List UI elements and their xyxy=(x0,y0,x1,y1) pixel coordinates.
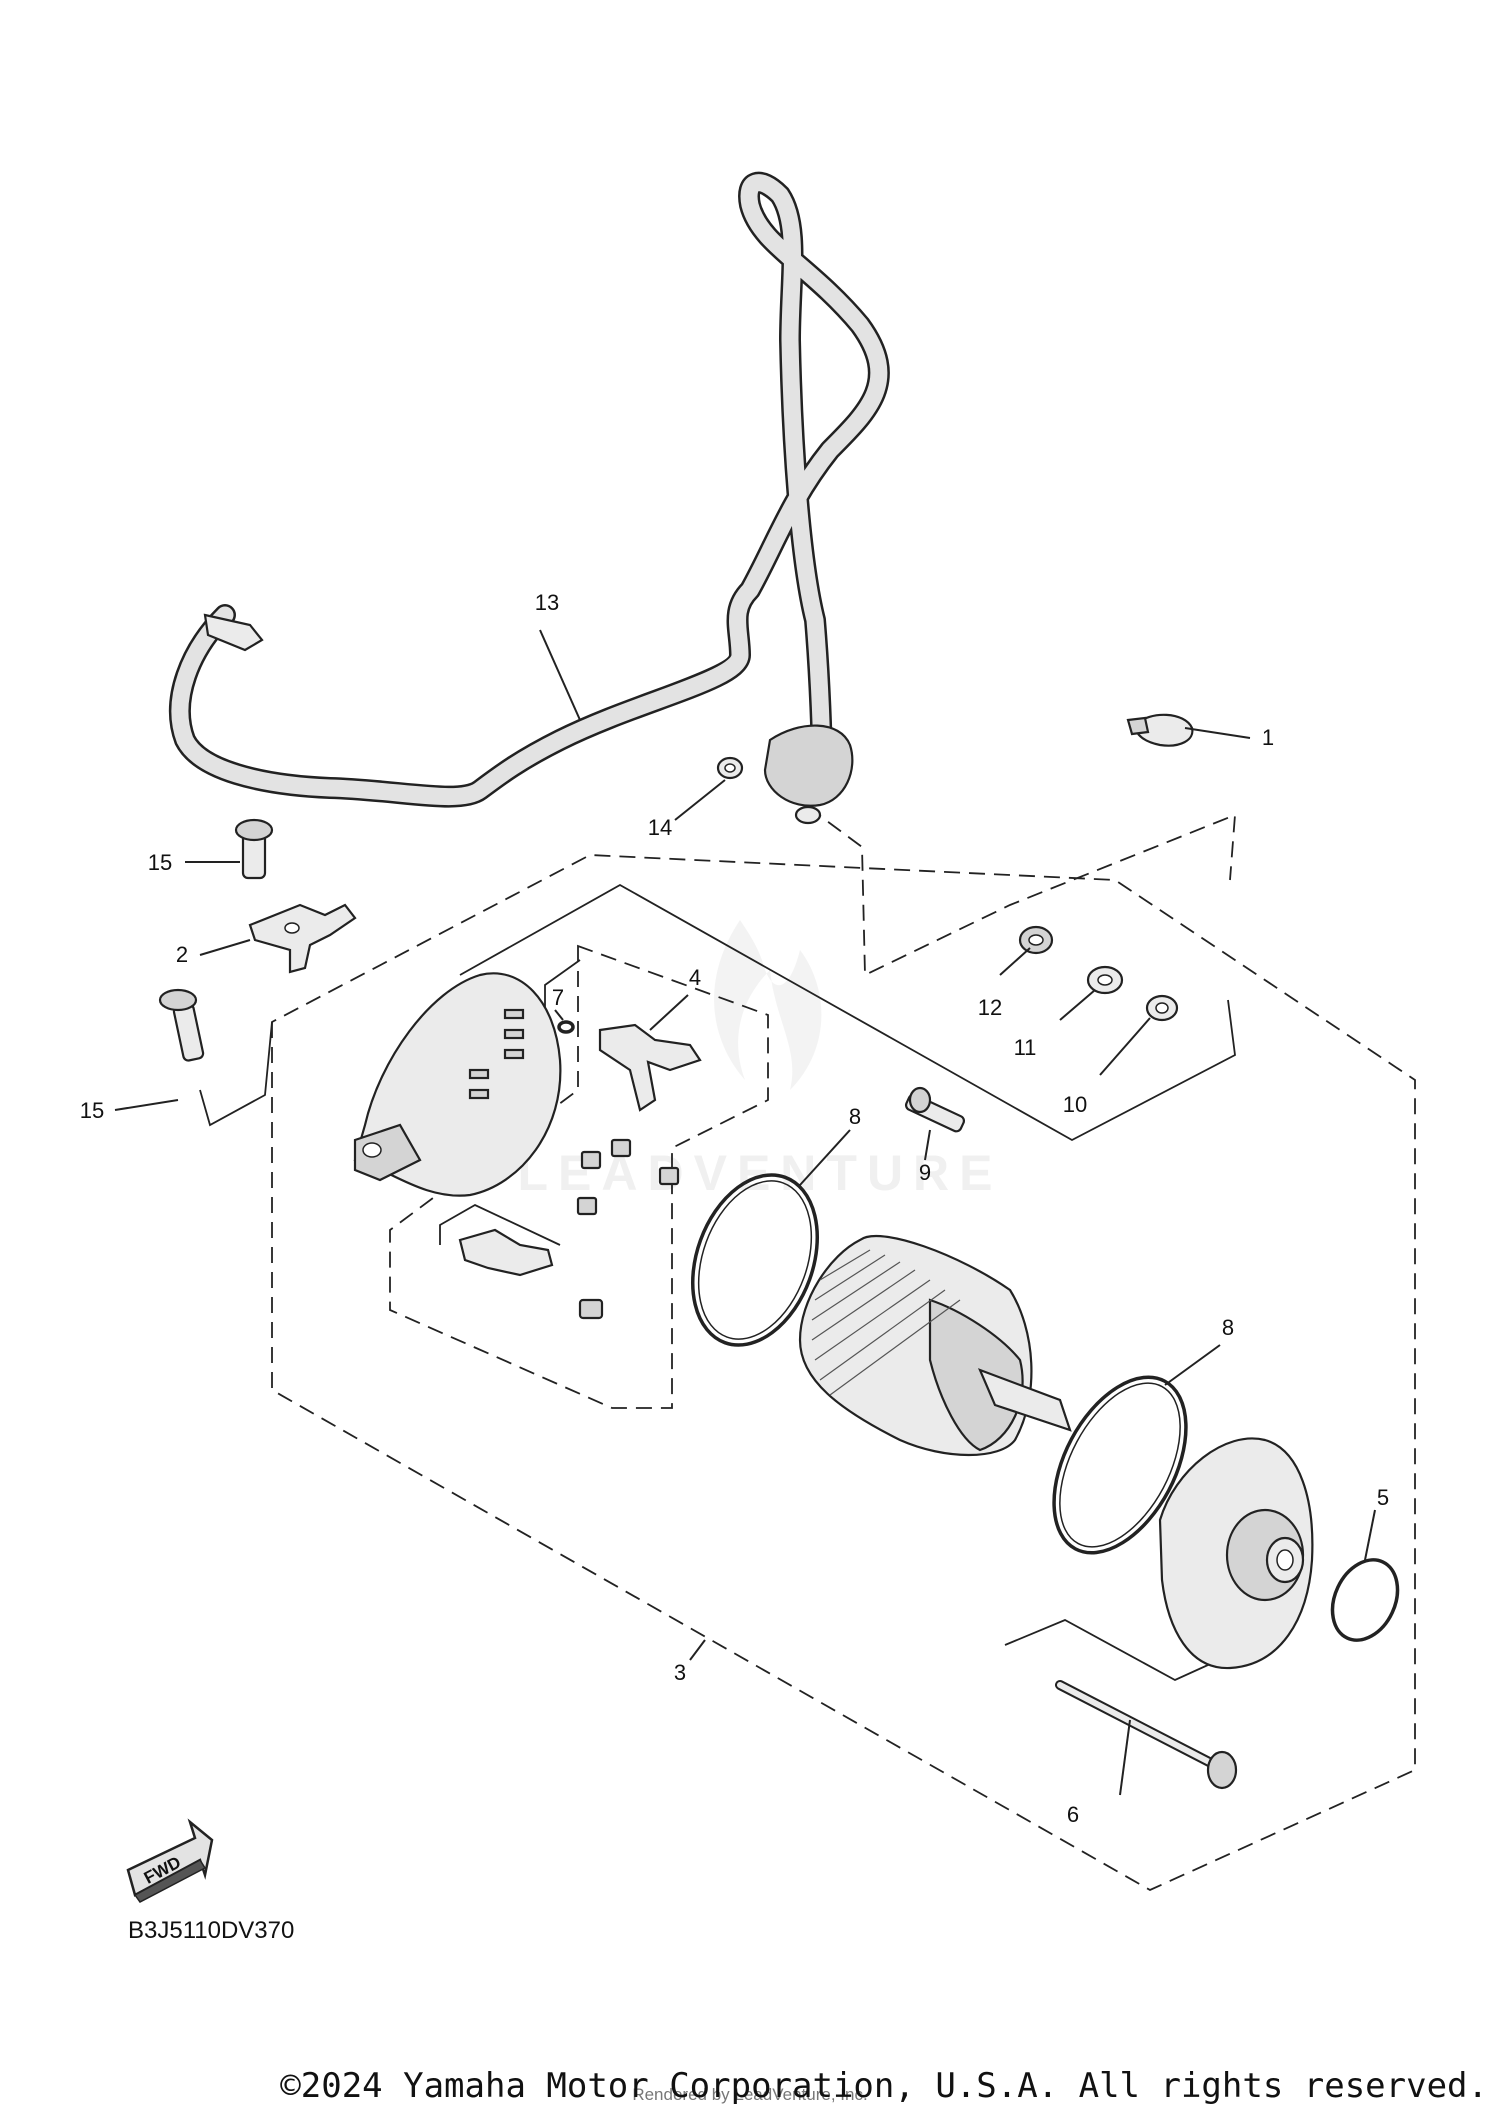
bolt-link-line xyxy=(199,1021,273,1127)
brush-set xyxy=(576,1138,680,1216)
bolt-15-top xyxy=(234,818,274,880)
assembly-outline-outer xyxy=(271,854,1416,1892)
callout-1: 1 xyxy=(1262,725,1274,750)
o-ring-8-left xyxy=(690,1173,820,1347)
callout-2: 2 xyxy=(176,942,188,967)
assembly-link-line xyxy=(459,883,1236,1142)
watermark-flame-icon xyxy=(714,920,822,1090)
bracket-2 xyxy=(248,903,357,974)
starter-rear-cover xyxy=(1158,1437,1314,1670)
o-ring-7 xyxy=(557,1020,575,1034)
starter-motor-yoke xyxy=(798,1235,1072,1457)
rendered-by-text: Rendered by LeadVenture, Inc. xyxy=(632,2085,867,2104)
o-ring-8-right xyxy=(1052,1375,1188,1555)
wire-clamp xyxy=(1126,713,1194,747)
brush-holder-lower xyxy=(458,1228,604,1320)
callout-9: 9 xyxy=(919,1160,931,1185)
bolt-9 xyxy=(904,1086,966,1133)
fwd-arrow-icon: FWD xyxy=(126,1818,214,1903)
callout-11: 11 xyxy=(1014,1035,1037,1060)
bolt6-link-line xyxy=(1004,1619,1231,1682)
starter-wire-harness xyxy=(168,171,890,825)
callout-8-right: 8 xyxy=(1222,1315,1234,1340)
leader-lines xyxy=(114,629,1376,1796)
callout-4: 4 xyxy=(689,965,701,990)
callout-15-lower: 15 xyxy=(80,1098,104,1123)
through-bolt-6 xyxy=(1055,1680,1238,1790)
callout-10: 10 xyxy=(1063,1092,1087,1117)
callout-15-top: 15 xyxy=(148,850,172,875)
callout-numbers: 1 2 3 4 5 6 7 8 8 9 10 11 12 13 14 15 15 xyxy=(80,590,1389,1827)
callout-12: 12 xyxy=(978,995,1002,1020)
callout-7: 7 xyxy=(552,985,564,1010)
nut-12 xyxy=(1018,925,1054,955)
bolt-15-lower xyxy=(158,988,205,1062)
brush-holder-4 xyxy=(598,1023,702,1112)
callout-13: 13 xyxy=(535,590,559,615)
callout-5: 5 xyxy=(1377,1485,1389,1510)
copyright-text: ©2024 Yamaha Motor Corporation, U.S.A. A… xyxy=(280,2066,1488,2106)
callout-3: 3 xyxy=(674,1660,686,1685)
callout-14: 14 xyxy=(648,815,672,840)
brush-link-line xyxy=(439,1203,561,1246)
starter-front-cover xyxy=(353,972,562,1197)
o-ring-5 xyxy=(1330,1558,1400,1642)
wire-washer-outline xyxy=(807,806,1237,977)
callout-8-left: 8 xyxy=(849,1104,861,1129)
washer-11 xyxy=(1086,965,1124,995)
diagram-code: B3J5110DV370 xyxy=(128,1917,294,1944)
callout-6: 6 xyxy=(1067,1802,1079,1827)
washer-10 xyxy=(1145,994,1179,1022)
